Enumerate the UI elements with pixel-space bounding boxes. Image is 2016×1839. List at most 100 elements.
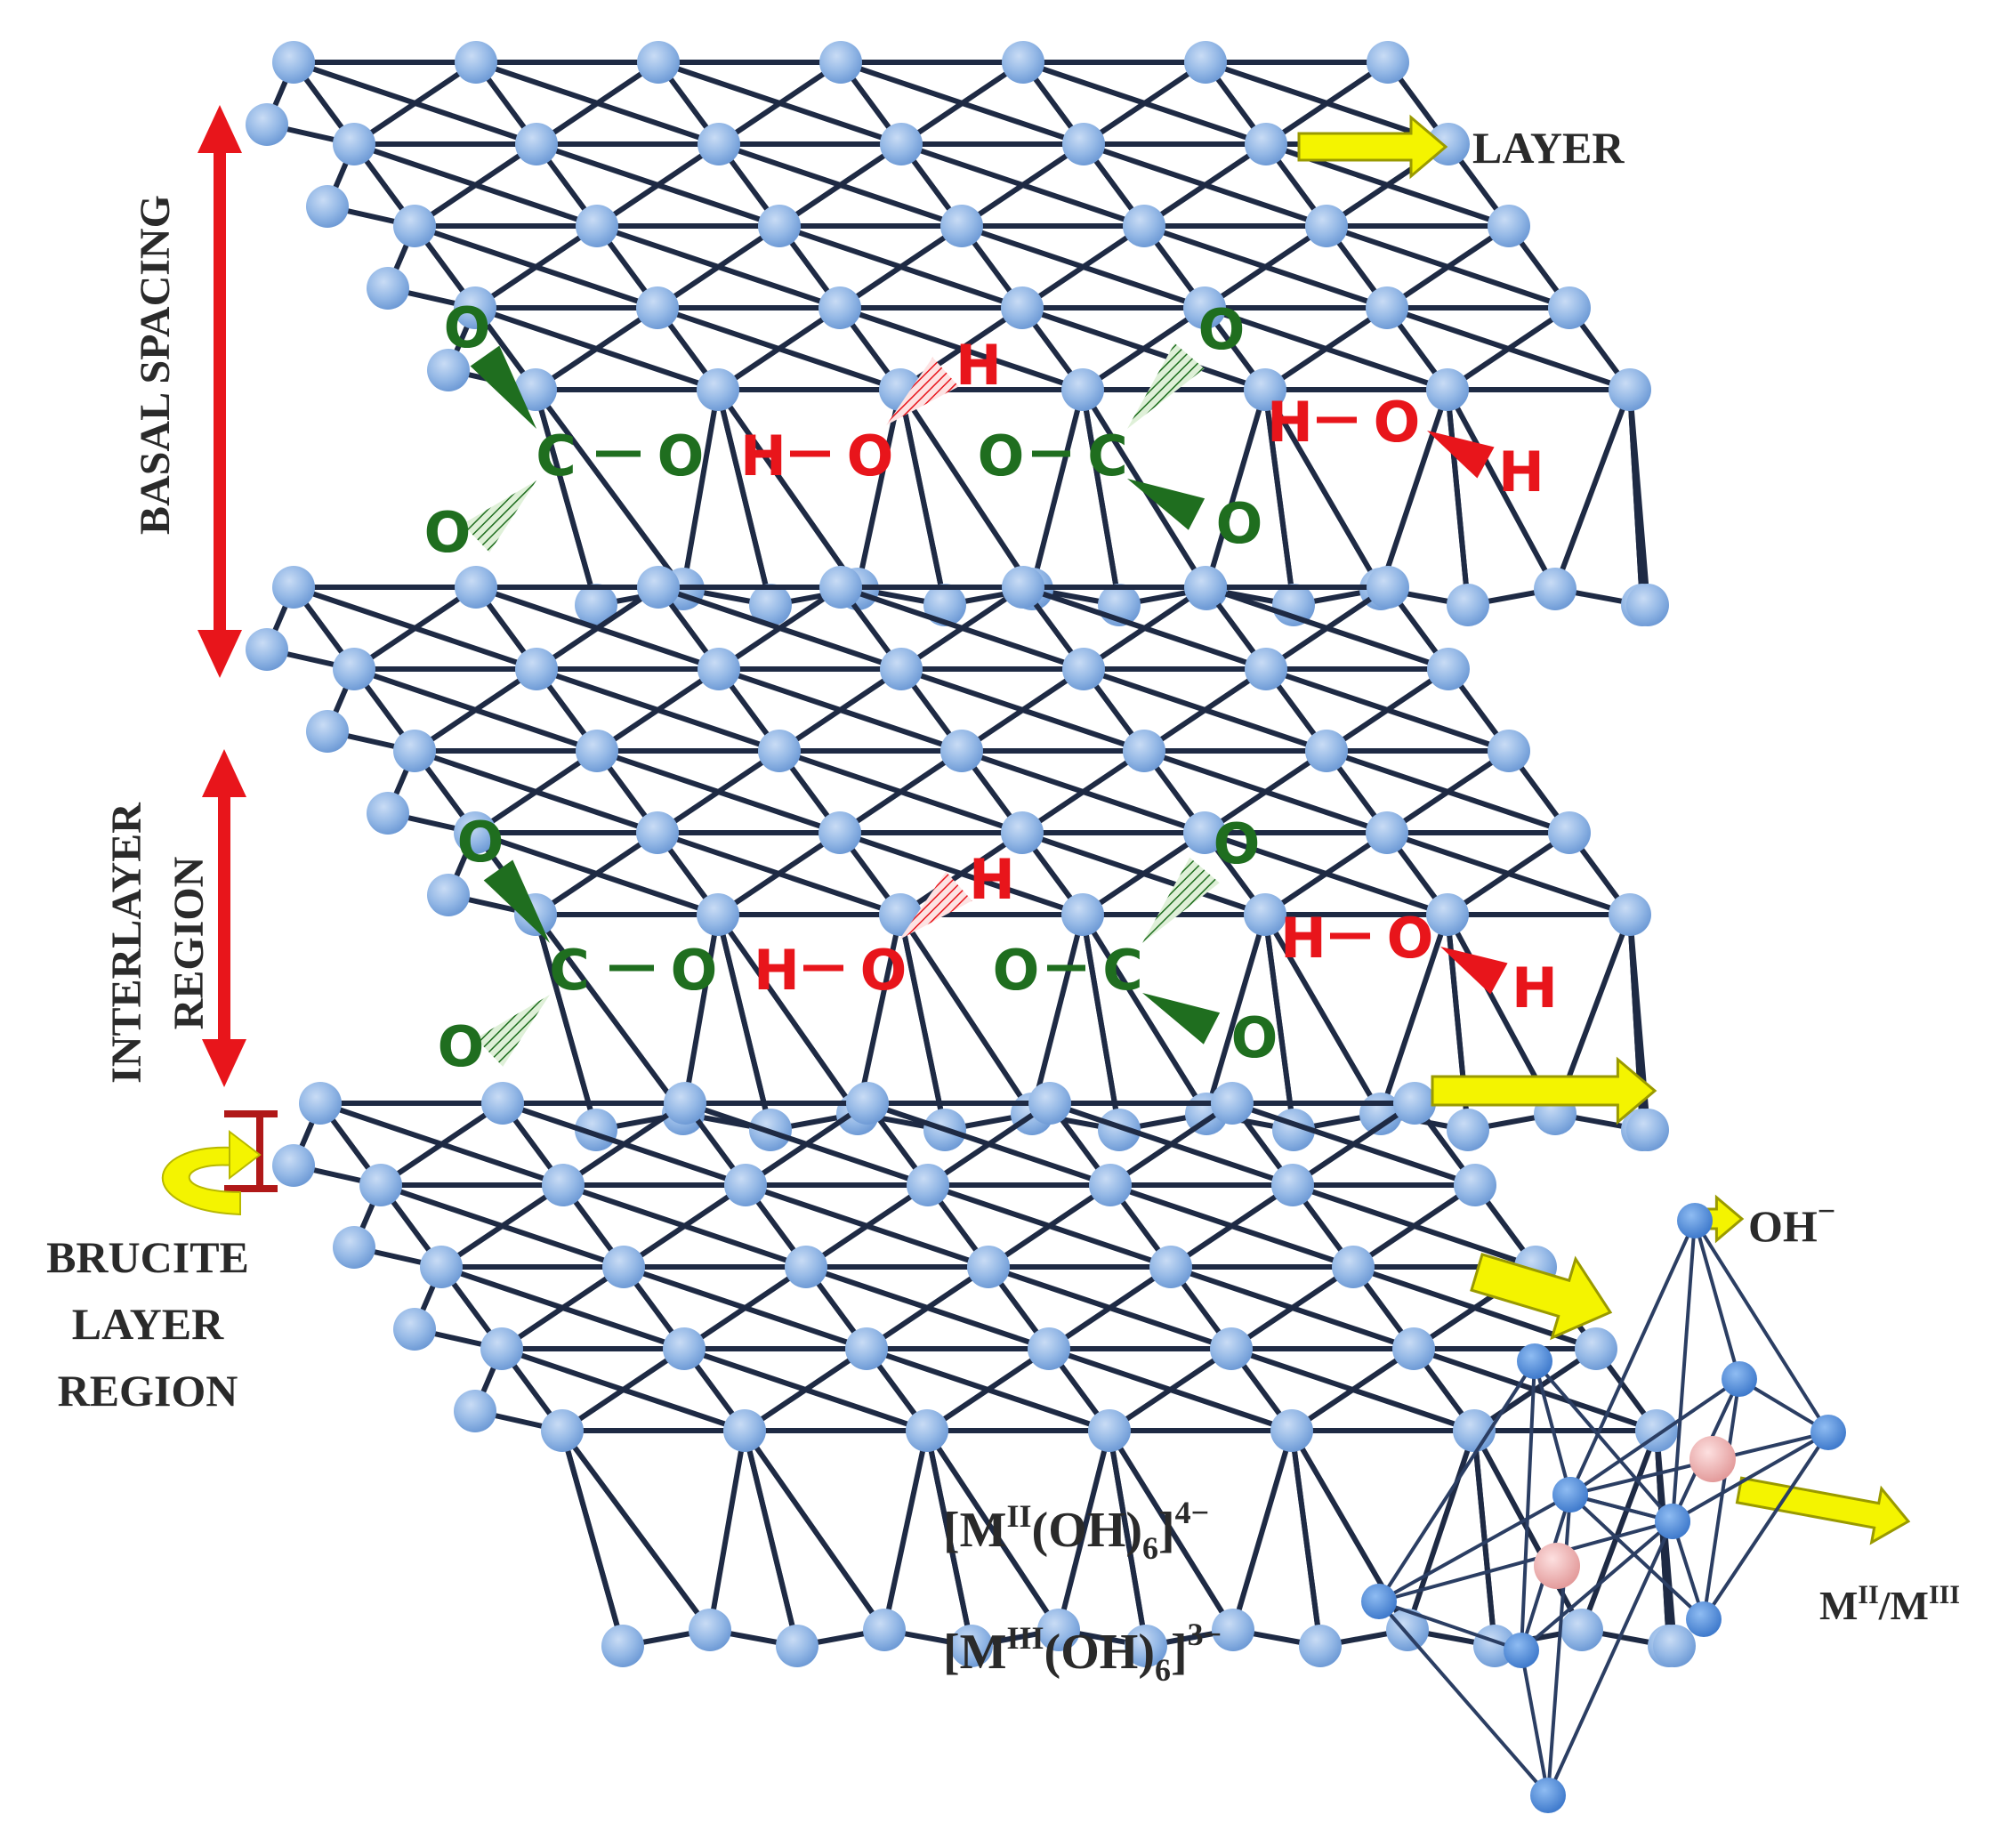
layer-node-3-35 (272, 1144, 315, 1187)
layer-node-1-20 (1488, 205, 1530, 247)
layer-node-3-17 (967, 1246, 1010, 1288)
carbonate-oxygen-bottom: O (438, 1014, 485, 1079)
layer-node-3-42 (863, 1609, 906, 1651)
layer-node-3-29 (723, 1409, 766, 1452)
layer-node-1-2 (637, 41, 680, 84)
layer-node-1-16 (758, 205, 801, 247)
layer-node-3-16 (785, 1246, 827, 1288)
layer-node-1-29 (697, 368, 739, 411)
layer-node-1-8 (515, 123, 558, 165)
carbonate-oxygen-left: O (993, 938, 1040, 1003)
layer-arrow (1297, 114, 1448, 180)
layer-node-3-39 (601, 1625, 644, 1667)
layer-node-1-14 (393, 205, 436, 247)
layer-node-2-16 (758, 730, 801, 772)
layer-node-2-9 (698, 648, 740, 690)
layer-node-1-32 (1244, 368, 1286, 411)
layer-node-3-3 (846, 1082, 889, 1125)
hydroxide-node-8 (1552, 1477, 1588, 1512)
layer-node-2-11 (1062, 648, 1105, 690)
hydroxide-label: OH− (1748, 1193, 1835, 1251)
layer-node-3-44 (1037, 1609, 1080, 1651)
layer-node-1-28 (514, 368, 557, 411)
layer-node-2-10 (880, 648, 923, 690)
hydroxide-node-6 (1677, 1203, 1713, 1238)
layer-node-1-18 (1123, 205, 1165, 247)
layer-node-3-40 (689, 1609, 731, 1651)
layer-node-2-8 (515, 648, 558, 690)
layer-node-3-23 (845, 1327, 888, 1370)
layer-node-2-33 (1426, 893, 1469, 936)
hydroxide-node-9 (1722, 1361, 1757, 1397)
carbonate-oxygen-top: O (457, 810, 504, 875)
layer-node-3-1 (481, 1082, 524, 1125)
carbonate-carbon: C (1102, 938, 1143, 1003)
layer-node-3-6 (1393, 1082, 1436, 1125)
layer-node-2-32 (1244, 893, 1286, 936)
water-oxygen: O (1387, 906, 1434, 971)
carbonate-oxygen-top: O (444, 295, 491, 360)
layer-node-2-37 (367, 792, 409, 835)
layer-node-2-35 (246, 628, 288, 671)
basal-spacing-label: BASAL SPACING (132, 195, 179, 535)
hydroxide-node-5 (1504, 1633, 1539, 1668)
layer-node-1-33 (1426, 368, 1469, 411)
layer-node-2-12 (1245, 648, 1287, 690)
hydroxide-node-2 (1361, 1584, 1397, 1619)
layer-node-1-37 (367, 267, 409, 310)
layer-node-2-49 (1447, 1109, 1489, 1151)
layer-node-1-41 (749, 584, 792, 626)
layer-node-1-10 (880, 123, 923, 165)
layer-node-3-15 (602, 1246, 645, 1288)
layer-node-1-31 (1061, 368, 1104, 411)
layer-node-1-34 (1609, 368, 1651, 411)
brucite-pointer-arrow (1431, 1056, 1657, 1125)
water-hydrogen-top: H (969, 847, 1015, 912)
water-hydrogen-left: H (740, 423, 786, 488)
metal-cation (1689, 1436, 1736, 1482)
layer-node-1-36 (306, 185, 349, 228)
carbonate-oxygen-right: O (657, 423, 705, 488)
carbonate-carbon: C (536, 423, 577, 488)
layer-node-2-27 (1548, 811, 1591, 854)
hydroxide-node-0 (1517, 1343, 1552, 1379)
layer-node-3-9 (724, 1164, 767, 1206)
layer-node-2-17 (940, 730, 983, 772)
carbonate-oxygen-bottom: O (1216, 491, 1263, 556)
layer-node-3-25 (1210, 1327, 1253, 1370)
water-oxygen: O (847, 423, 894, 488)
layer-node-2-26 (1366, 811, 1408, 854)
carbonate-oxygen-bottom: O (1231, 1005, 1278, 1070)
carbonate-oxygen-left: O (978, 423, 1025, 488)
metal-pointer-arrow (1735, 1476, 1911, 1545)
layer-node-3-45 (1125, 1625, 1167, 1667)
water-oxygen: O (1374, 390, 1421, 455)
formula-m2: [MII(OH)6]4− (943, 1495, 1209, 1566)
carbonate-oxygen-top: O (1214, 811, 1261, 876)
layer-node-3-52 (1653, 1625, 1696, 1667)
layer-node-1-5 (1184, 41, 1227, 84)
layer-node-3-12 (1271, 1164, 1314, 1206)
layer-node-1-0 (272, 41, 315, 84)
layer-label: LAYER (1472, 123, 1625, 173)
carbonate-carbon: C (1087, 423, 1128, 488)
octahedron-pointer-arrow (1470, 1253, 1613, 1341)
layer-node-2-22 (636, 811, 679, 854)
layer-node-2-45 (1098, 1109, 1141, 1151)
layer-node-2-21 (454, 811, 496, 854)
layer-node-2-38 (427, 874, 470, 916)
layer-node-1-35 (246, 103, 288, 146)
water-hydrogen-left: H (1280, 906, 1327, 971)
layer-node-3-7 (359, 1164, 402, 1206)
layer-node-3-41 (776, 1625, 818, 1667)
water-hydrogen-bottom: H (1498, 440, 1544, 504)
brucite-curved-arrow (161, 1129, 262, 1216)
layer-node-1-25 (1183, 286, 1226, 329)
water-hydrogen-top: H (956, 333, 1002, 398)
hydroxide-layer-bottom (272, 1082, 1696, 1667)
layer-node-3-8 (542, 1164, 585, 1206)
layer-node-2-3 (819, 566, 862, 609)
layer-node-1-26 (1366, 286, 1408, 329)
